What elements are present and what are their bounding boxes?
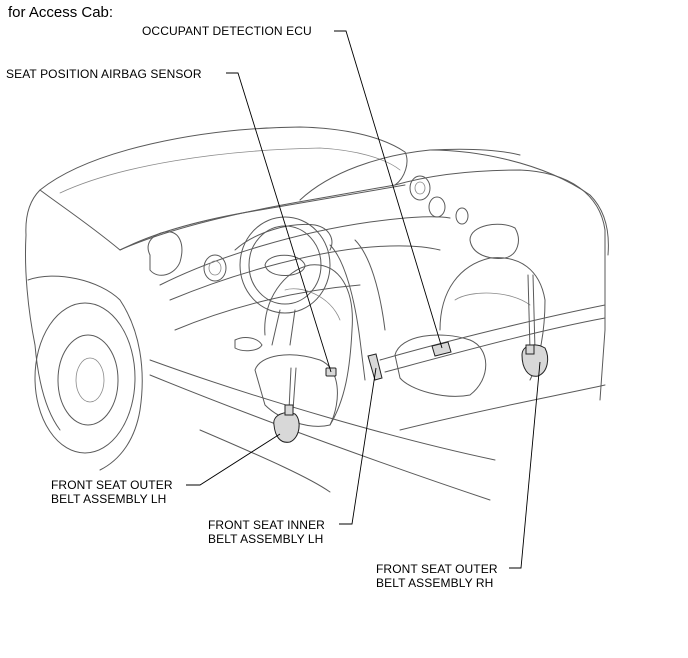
front-seat-outer-belt-lh-part — [273, 412, 300, 443]
right-vent-2 — [455, 207, 469, 225]
center-console — [329, 244, 366, 381]
center-vent — [409, 175, 431, 201]
label-front-seat-inner-belt-lh-line2: BELT ASSEMBLY LH — [208, 532, 324, 546]
label-front-seat-outer-belt-rh-line2: BELT ASSEMBLY RH — [376, 576, 494, 590]
roof-outer — [429, 149, 609, 256]
rocker-rear — [399, 384, 606, 431]
front-wheel-outer — [34, 302, 136, 454]
leader-front-seat-outer-belt-rh — [509, 361, 541, 569]
right-vent — [428, 196, 446, 218]
rear-pillar — [599, 249, 606, 401]
label-front-seat-outer-belt-lh: FRONT SEAT OUTER BELT ASSEMBLY LH — [51, 478, 173, 506]
left-vent — [203, 254, 227, 282]
front-wheel-inner — [57, 334, 119, 426]
steering-wheel-outer — [239, 216, 331, 314]
steering-wheel-hub — [264, 254, 306, 276]
belt-line-1 — [379, 304, 606, 361]
front-wheel-hub — [75, 357, 105, 403]
belt-line-2 — [384, 317, 606, 373]
door-handle — [234, 337, 263, 352]
roof-line — [394, 169, 606, 251]
label-front-seat-outer-belt-lh-line1: FRONT SEAT OUTER — [51, 478, 173, 492]
leader-lines — [186, 30, 541, 569]
center-vent-inner — [414, 181, 426, 195]
label-front-seat-outer-belt-rh-line1: FRONT SEAT OUTER — [376, 562, 498, 576]
hood-crease — [59, 147, 401, 194]
label-front-seat-outer-belt-lh-line2: BELT ASSEMBLY LH — [51, 492, 167, 506]
occupant-detection-ecu-part — [431, 341, 452, 357]
door-sill-upper — [149, 359, 496, 461]
leader-occupant-detection-ecu — [334, 30, 443, 349]
passenger-headrest — [469, 223, 519, 259]
a-pillar — [119, 184, 406, 251]
label-occupant-detection-ecu: OCCUPANT DETECTION ECU — [142, 24, 312, 38]
rh-belt-webbing — [527, 274, 536, 351]
rh-belt-anchor — [525, 344, 535, 355]
dash-top — [159, 216, 451, 286]
diagram-caption: for Access Cab: — [8, 4, 114, 21]
driver-seat-contour — [284, 288, 341, 321]
label-seat-position-airbag-sensor: SEAT POSITION AIRBAG SENSOR — [6, 67, 202, 81]
driver-seat-back — [264, 264, 353, 426]
front-fender — [24, 189, 61, 431]
steering-column — [271, 309, 296, 346]
leader-front-seat-outer-belt-lh — [186, 433, 281, 486]
front-wheel-arch — [27, 275, 143, 471]
leader-seat-position-airbag-sensor — [226, 72, 332, 373]
seats — [254, 223, 546, 427]
label-front-seat-outer-belt-rh: FRONT SEAT OUTER BELT ASSEMBLY RH — [376, 562, 498, 590]
lh-belt-webbing — [288, 367, 297, 411]
hood-outline — [39, 126, 408, 251]
dashboard — [159, 175, 469, 381]
label-front-seat-inner-belt-lh-line1: FRONT SEAT INNER — [208, 518, 325, 532]
dash-lower — [174, 284, 361, 331]
vehicle-body — [24, 126, 609, 501]
floor-edge — [199, 429, 331, 493]
front-seat-inner-belt-lh-part — [367, 353, 383, 381]
center-stack — [354, 239, 386, 331]
passenger-seat-back — [439, 257, 546, 381]
label-front-seat-inner-belt-lh: FRONT SEAT INNER BELT ASSEMBLY LH — [208, 518, 325, 546]
door-sill-lower — [149, 374, 491, 501]
passenger-seat-contour — [454, 292, 531, 306]
leader-front-seat-inner-belt-lh — [339, 367, 377, 525]
windshield-top — [299, 148, 521, 201]
left-vent-inner — [208, 260, 222, 276]
side-mirror — [147, 231, 183, 276]
passenger-seat-cushion — [394, 334, 487, 397]
instrument-hood — [234, 223, 333, 251]
lh-belt-anchor — [284, 404, 294, 416]
